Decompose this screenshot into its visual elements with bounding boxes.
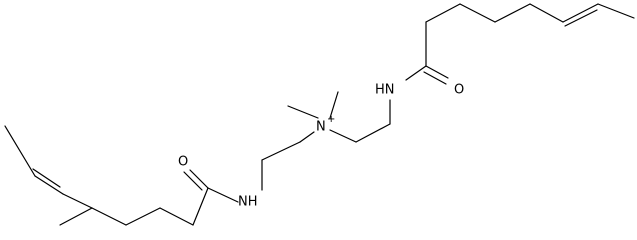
bond [4,125,36,177]
bond [329,129,357,143]
bond [192,187,209,226]
bond [425,65,449,79]
bond [423,71,447,85]
bond [299,131,315,143]
bond [261,141,301,161]
bond [425,3,461,23]
atom-label-carbonyl-oxygen-upper: O [454,83,464,98]
bond [287,105,319,119]
atom-label-amide-nh-upper: HN [375,83,395,98]
chemical-structure-diagram: HN O N + O NH [4,3,635,226]
bond-lines [4,3,635,226]
bond [529,3,564,23]
bond [207,187,239,203]
bond [91,207,127,226]
bond [34,175,64,195]
atom-label-amide-nh-lower: NH [238,195,258,210]
bond [159,207,194,226]
bond [597,3,635,19]
atom-label-carbonyl-oxygen-lower: O [178,155,188,170]
bond [62,193,93,209]
atom-charge-plus: + [327,114,335,125]
atom-labels: HN O N + O NH [178,83,464,210]
bond [183,171,203,191]
bond [355,123,391,143]
bond [189,169,209,189]
bond [562,3,599,23]
bond [59,207,93,226]
bond [405,65,427,81]
bond [494,3,531,23]
bond [329,91,339,119]
bond [564,9,598,27]
bond [125,207,161,226]
atom-label-ammonium-nitrogen: N [316,120,326,135]
bond [32,168,61,188]
bond [459,3,496,23]
